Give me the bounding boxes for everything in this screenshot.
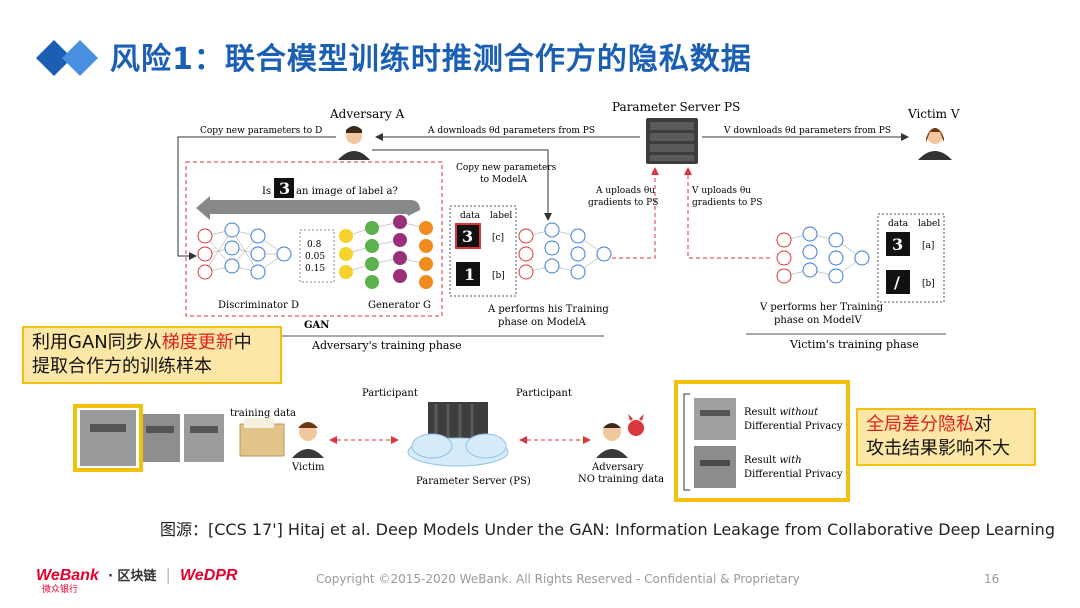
adversary-person-icon — [338, 126, 370, 160]
victim-data-box — [877, 213, 945, 303]
adv-digit-3-icon — [455, 223, 481, 249]
svg-text:3: 3 — [279, 179, 290, 198]
dp1-text: Differential Privacy — [744, 421, 843, 432]
adversary-label: Adversary A — [329, 107, 405, 121]
victim-digit-3-icon — [886, 232, 910, 256]
a-downloads-text: A downloads θd parameters from PS — [427, 126, 595, 136]
v-performs-text: V performs her Training — [759, 302, 884, 313]
victim-label: Victim V — [907, 107, 960, 121]
result-with-text: Result with — [744, 455, 802, 466]
is-image-text2: an image of label a? — [296, 186, 398, 197]
ps-bottom-label: Parameter Server (PS) — [416, 476, 531, 487]
v-uploads-text: V uploads θu — [691, 186, 751, 196]
slide-title: 风险1：联合模型训练时推测合作方的隐私数据 — [110, 42, 752, 77]
is-image-text: Is — [262, 186, 271, 197]
result-without-dp-image — [694, 398, 736, 440]
gan-label: GAN — [304, 320, 329, 331]
result-without-text: Result without — [744, 407, 819, 418]
training-data-label: training data — [230, 408, 296, 419]
copyright: Copyright ©2015-2020 WeBank. All Rights … — [316, 572, 800, 586]
model-v-network — [783, 233, 863, 277]
bottom-victim-person-icon — [292, 422, 324, 458]
server-icon — [646, 118, 698, 164]
callout-left: 利用GAN同步从梯度更新中 提取合作方的训练样本 — [22, 326, 282, 384]
cloud-server-icon — [407, 402, 509, 467]
victim-label-b: [b] — [922, 279, 935, 289]
results-highlight-box — [674, 380, 850, 502]
vic-phase-label: Victim's training phase — [789, 338, 919, 351]
discriminator-nodes — [197, 228, 213, 280]
generator-network — [345, 221, 427, 273]
svg-text:data: data — [460, 211, 481, 221]
sample-digit-3-icon — [274, 178, 294, 198]
webank-logo: WeBank · 区块链 | WeDPR — [36, 565, 238, 584]
page-number: 16 — [984, 572, 1000, 586]
a-performs-text: A performs his Training — [487, 304, 609, 315]
dp2-text: Differential Privacy — [744, 469, 843, 480]
adv-label-b: [b] — [492, 271, 505, 281]
face-thumbnails — [80, 410, 224, 466]
webank-cn-label: 微众银行 — [42, 585, 79, 595]
copy-to-model-text2: to ModelA — [480, 175, 527, 185]
figure-source-caption: 图源：[CCS 17'] Hitaj et al. Deep Models Un… — [160, 520, 1055, 539]
probabilities-box — [299, 229, 335, 283]
no-training-label: NO training data — [578, 474, 664, 485]
adv-data-box — [449, 205, 517, 297]
svg-text:label: label — [490, 211, 512, 221]
copy-to-model-text: Copy new parameters — [456, 163, 557, 173]
victim-digit-1-icon — [886, 270, 910, 294]
v-uploads-text2: gradients to PS — [692, 198, 762, 208]
feedback-arrow — [196, 196, 420, 220]
copy-to-d-text: Copy new parameters to D — [200, 126, 322, 136]
devil-icon — [628, 414, 644, 436]
participant-left-label: Participant — [362, 388, 418, 399]
title-diamond-icon — [36, 40, 98, 76]
result-with-dp-image — [694, 446, 736, 488]
folder-icon — [239, 418, 285, 457]
svg-text:/: / — [894, 273, 900, 292]
discriminator-network — [204, 229, 285, 273]
a-uploads-text: A uploads θu — [595, 186, 655, 196]
prob-1: 0.05 — [305, 252, 325, 262]
bottom-adversary-label: Adversary — [591, 462, 644, 473]
victim-person-icon — [918, 128, 952, 160]
svg-text:label: label — [918, 219, 940, 229]
prob-2: 0.15 — [305, 264, 325, 274]
gan-box — [185, 161, 443, 317]
bottom-victim-label: Victim — [291, 462, 325, 473]
svg-text:1: 1 — [464, 265, 475, 284]
generator-label: Generator G — [368, 300, 431, 311]
discriminator-label: Discriminator D — [218, 300, 299, 311]
participant-right-label: Participant — [516, 388, 572, 399]
svg-text:3: 3 — [892, 235, 903, 254]
v-downloads-text: V downloads θd parameters from PS — [723, 126, 891, 136]
adv-phase-label: Adversary's training phase — [311, 339, 462, 352]
adv-label-c: [c] — [492, 233, 504, 243]
bottom-adversary-person-icon — [596, 423, 628, 458]
callout-right: 全局差分隐私对 攻击结果影响不大 — [856, 408, 1036, 466]
v-performs-text2: phase on ModelV — [774, 315, 862, 326]
face-highlight-box — [73, 404, 143, 472]
a-uploads-text2: gradients to PS — [588, 198, 658, 208]
svg-text:data: data — [888, 219, 909, 229]
adv-digit-1-icon — [456, 262, 480, 286]
a-performs-text2: phase on ModelA — [498, 317, 586, 328]
ps-label: Parameter Server PS — [612, 100, 740, 114]
victim-label-a: [a] — [922, 241, 934, 251]
model-a-network — [525, 229, 605, 273]
svg-text:3: 3 — [462, 227, 473, 246]
prob-0: 0.8 — [307, 240, 322, 250]
gan-attack-diagram: Adversary A Parameter Server PS Victim V… — [73, 100, 960, 502]
